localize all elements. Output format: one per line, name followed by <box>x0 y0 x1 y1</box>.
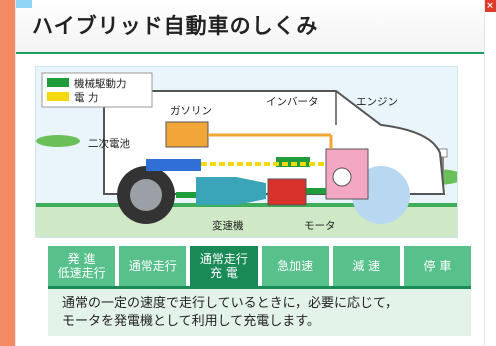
tab-start-line2: 低速走行 <box>57 266 106 280</box>
tab-start-line1: 発 進 <box>67 252 96 266</box>
title-bar: ハイブリッド自動車のしくみ <box>16 0 484 54</box>
legend-swatch-electric <box>47 92 69 101</box>
battery <box>146 159 201 171</box>
label-battery: 二次電池 <box>88 137 130 150</box>
tab-start[interactable]: 発 進 低速走行 <box>48 246 116 286</box>
sign-pole <box>441 155 444 175</box>
tab-normal-line1: 通常走行 <box>128 259 177 273</box>
tab-stop-line1: 停 車 <box>423 259 452 273</box>
legend-label-mechanical: 機械駆動力 <box>74 77 127 90</box>
motor <box>267 178 307 206</box>
label-engine: エンジン <box>356 96 398 108</box>
label-gasoline: ガソリン <box>170 105 212 117</box>
label-inverter: インバータ <box>266 96 319 108</box>
tab-deceleration-line1: 減 速 <box>352 259 381 273</box>
title-accent <box>16 0 32 8</box>
tab-normal-charge-line2: 充 電 <box>210 266 238 280</box>
description-panel: 通常の一定の速度で走行しているときに，必要に応じて， モータを発電機として利用し… <box>48 286 471 336</box>
tab-normal[interactable]: 通常走行 <box>119 246 187 286</box>
label-transmission: 変速機 <box>212 219 244 232</box>
bush-left <box>36 135 80 147</box>
legend-label-electric: 電 力 <box>74 91 98 104</box>
diagram-svg: 機械駆動力 電 力 ガソリン インバータ エンジン 二次電池 変速機 モータ <box>36 72 457 237</box>
description-line1: 通常の一定の速度で走行しているときに，必要に応じて， <box>62 296 399 311</box>
left-edge-strip <box>0 0 15 346</box>
tab-acceleration[interactable]: 急加速 <box>261 246 329 286</box>
tab-acceleration-line1: 急加速 <box>277 259 314 273</box>
mode-tabs: 発 進 低速走行 通常走行 通常走行 充 電 急加速 減 速 停 車 <box>48 246 472 294</box>
legend-swatch-mechanical <box>47 78 69 87</box>
description-line2: モータを発電機として利用して充電します。 <box>62 314 320 329</box>
tab-normal-charge[interactable]: 通常走行 充 電 <box>190 246 258 294</box>
label-motor: モータ <box>304 220 336 232</box>
engine-crank <box>332 167 352 187</box>
rear-hub <box>130 179 162 211</box>
tab-normal-charge-line1: 通常走行 <box>199 252 248 266</box>
tab-deceleration[interactable]: 減 速 <box>332 246 400 286</box>
transmission <box>196 177 266 205</box>
hybrid-diagram: 機械駆動力 電 力 ガソリン インバータ エンジン 二次電池 変速機 モータ <box>35 66 458 238</box>
page-title: ハイブリッド自動車のしくみ <box>32 14 319 38</box>
gas-tank <box>165 121 209 148</box>
tab-stop[interactable]: 停 車 <box>403 246 472 286</box>
close-icon[interactable]: × <box>484 0 496 12</box>
ground-line <box>36 203 457 207</box>
